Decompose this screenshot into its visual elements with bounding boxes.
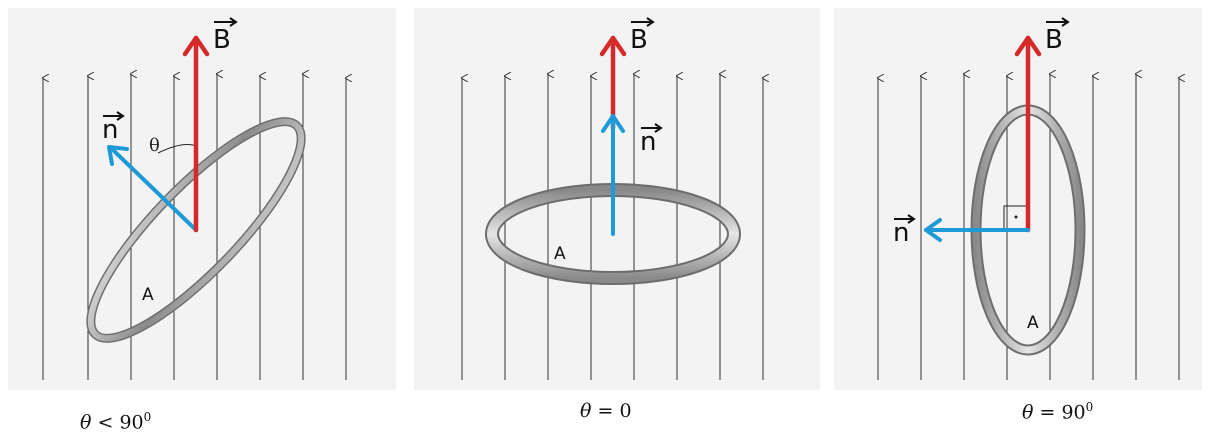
caption-lhs: θ (580, 400, 592, 422)
label-b: B (213, 25, 231, 55)
caption-lhs: θ (80, 411, 92, 434)
diagram-vertical-loop: B n A (834, 17, 1202, 380)
caption-rhs: 0 (619, 400, 632, 422)
field-vector-b (599, 35, 627, 131)
panel-theta-zero: B n A (414, 8, 820, 390)
caption-theta-zero: θ = 0 (580, 400, 632, 422)
label-b: B (1045, 25, 1063, 55)
caption-rhs: 90 (119, 411, 144, 434)
diagram-flat-loop: B n A (414, 17, 820, 380)
label-n: n (893, 218, 909, 248)
caption-rel: = (1039, 401, 1056, 424)
field-vector-b (1014, 35, 1042, 233)
diagram-tilted-loop: θ B n A (8, 17, 396, 380)
panel-theta-less-90: θ B n A (8, 8, 396, 390)
label-a: A (554, 244, 566, 264)
field-vector-b (182, 35, 210, 233)
label-a: A (1027, 313, 1039, 333)
angle-label: θ (149, 135, 160, 156)
right-angle-dot (1014, 215, 1018, 219)
caption-theta-less-90: θ < 900 (80, 410, 151, 433)
normal-vector-n (601, 114, 625, 236)
caption-sup: 0 (143, 410, 152, 424)
angle-arc (157, 144, 197, 154)
normal-vector-n (107, 145, 198, 232)
caption-theta-90: θ = 900 (1022, 400, 1093, 423)
field-lines (462, 74, 763, 380)
normal-vector-n (924, 218, 1030, 242)
caption-rel: < (97, 411, 114, 434)
caption-rel: = (597, 400, 614, 422)
label-n: n (102, 115, 118, 145)
caption-rhs: 90 (1061, 401, 1086, 424)
caption-sup: 0 (1085, 400, 1094, 414)
caption-lhs: θ (1022, 401, 1034, 424)
label-n: n (640, 127, 656, 157)
right-angle-marker (1003, 205, 1028, 230)
label-a: A (142, 285, 154, 305)
label-b: B (630, 25, 648, 55)
panel-theta-90: B n A (834, 8, 1202, 390)
